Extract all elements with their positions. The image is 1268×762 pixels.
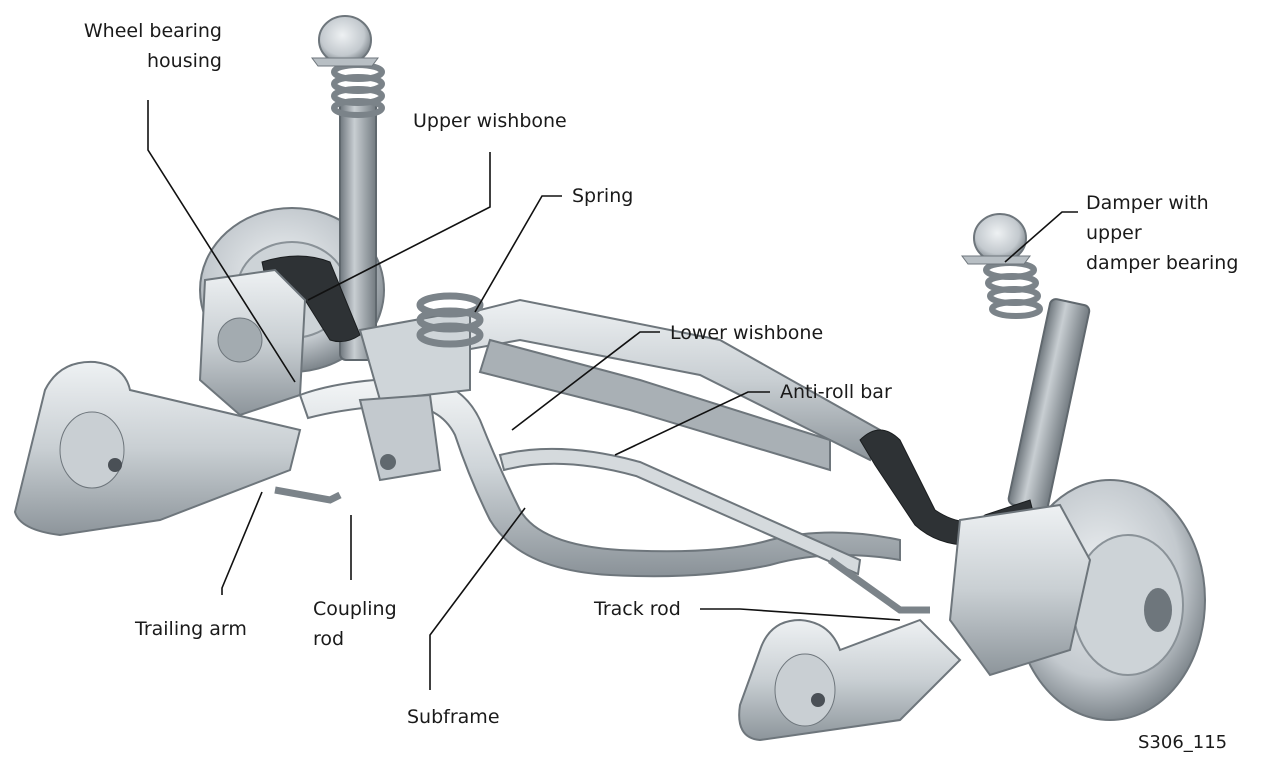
label-line: Lower wishbone — [670, 318, 823, 348]
label-track-rod: Track rod — [594, 594, 681, 624]
label-coupling-rod: Coupling rod — [313, 594, 397, 654]
figure-code: S306_115 — [1138, 728, 1227, 758]
label-damper: Damper with upper damper bearing — [1086, 188, 1238, 278]
leader-trailing-arm — [222, 492, 262, 595]
label-line: upper — [1086, 218, 1238, 248]
label-trailing-arm: Trailing arm — [135, 614, 247, 644]
label-line: Trailing arm — [135, 614, 247, 644]
leader-spring — [475, 196, 562, 312]
label-line: rod — [313, 624, 397, 654]
coupling-rod — [275, 490, 340, 500]
label-wheel-bearing-housing: Wheel bearing housing — [62, 16, 222, 76]
track-rod — [830, 560, 930, 610]
label-line: Track rod — [594, 594, 681, 624]
label-subframe: Subframe — [407, 702, 500, 732]
label-line: Spring — [572, 181, 633, 211]
label-line: Anti-roll bar — [780, 377, 892, 407]
label-line: Wheel bearing — [62, 16, 222, 46]
right-damper — [962, 214, 1090, 512]
label-line: Upper wishbone — [413, 106, 567, 136]
label-line: Subframe — [407, 702, 500, 732]
right-trailing-arm — [739, 620, 960, 740]
label-line: Coupling — [313, 594, 397, 624]
label-spring: Spring — [572, 181, 633, 211]
leader-track-rod — [700, 609, 900, 620]
figure-code-text: S306_115 — [1138, 728, 1227, 758]
label-line: damper bearing — [1086, 248, 1238, 278]
label-anti-roll-bar: Anti-roll bar — [780, 377, 892, 407]
label-lower-wishbone: Lower wishbone — [670, 318, 823, 348]
label-upper-wishbone: Upper wishbone — [413, 106, 567, 136]
label-line: Damper with — [1086, 188, 1238, 218]
right-wheel-bearing-housing — [950, 505, 1090, 675]
left-wheel-bearing-housing — [200, 270, 305, 415]
label-line: housing — [62, 46, 222, 76]
